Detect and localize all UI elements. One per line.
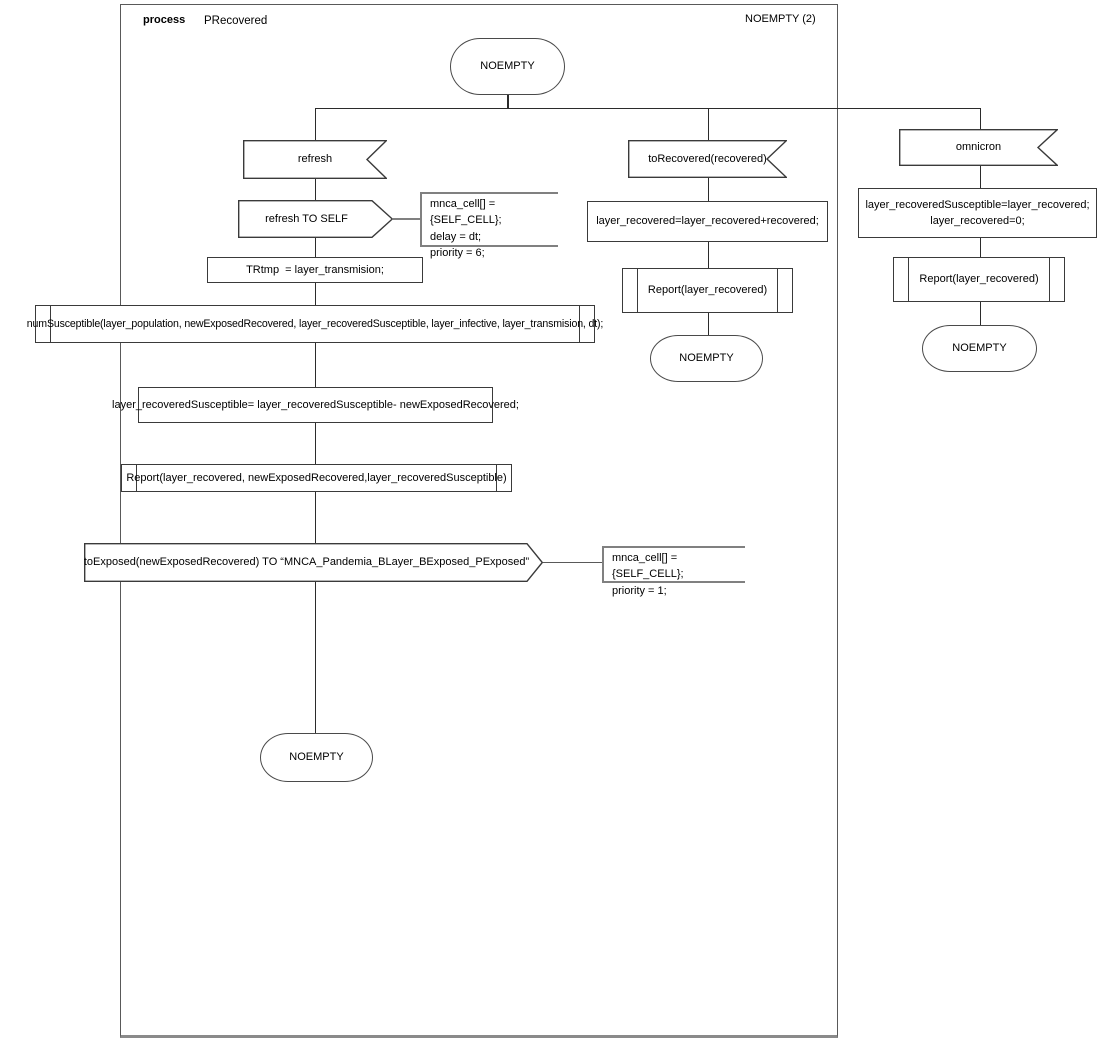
- signal-input-shape: [243, 140, 387, 179]
- task-update-recovered-susceptible[interactable]: layer_recoveredSusceptible= layer_recove…: [112, 387, 519, 423]
- page-state-ref: NOEMPTY (2): [745, 13, 816, 25]
- input-refresh[interactable]: refresh: [243, 140, 387, 179]
- procedure-inner-line: [637, 269, 639, 312]
- task-update-label: layer_recoveredSusceptible= layer_recove…: [112, 398, 519, 411]
- connector-comment-to-exposed: [543, 562, 602, 564]
- connector-mid-4: [707, 313, 709, 335]
- proc-numsusceptible[interactable]: numSusceptible(layer_population, newExpo…: [27, 305, 603, 343]
- signal-output-shape: [238, 200, 393, 238]
- comment-to-exposed[interactable]: mnca_cell[] = {SELF_CELL}; priority = 1;: [602, 546, 745, 597]
- input-omnicron-label: omnicron: [955, 141, 1002, 153]
- procedure-inner-line: [776, 269, 778, 312]
- task-add-recovered-label: layer_recovered=layer_recovered+recovere…: [596, 215, 819, 227]
- procedure-inner-line: [50, 306, 52, 342]
- end-state-middle-label: NOEMPTY: [679, 352, 734, 364]
- connector-left-8: [314, 582, 316, 733]
- connector-right-1: [979, 108, 981, 129]
- output-refresh-to-self[interactable]: refresh TO SELF: [238, 200, 393, 238]
- start-state[interactable]: NOEMPTY: [450, 38, 565, 95]
- process-kind-label: process: [143, 14, 186, 26]
- connector-right-3: [979, 238, 981, 257]
- connector-mid-1: [707, 108, 709, 140]
- end-state-left[interactable]: NOEMPTY: [260, 733, 373, 782]
- connector-branch-horizontal: [314, 107, 981, 109]
- procedure-inner-line: [578, 306, 580, 342]
- connector-left-1: [314, 108, 316, 140]
- task-reset-recovered-label: layer_recoveredSusceptible=layer_recover…: [865, 199, 1090, 227]
- signal-input-shape: [899, 129, 1058, 166]
- connector-left-2: [314, 179, 316, 200]
- process-frame: [120, 4, 838, 1038]
- procedure-inner-line: [495, 465, 497, 491]
- input-refresh-label: refresh: [297, 153, 333, 165]
- task-add-recovered[interactable]: layer_recovered=layer_recovered+recovere…: [587, 201, 828, 242]
- process-name: PRecovered: [204, 15, 268, 27]
- connector-left-3: [314, 238, 316, 257]
- procedure-inner-line: [1048, 258, 1050, 301]
- proc-report-right[interactable]: Report(layer_recovered): [893, 257, 1065, 302]
- proc-numsusceptible-label: numSusceptible(layer_population, newExpo…: [26, 317, 604, 330]
- input-to-recovered[interactable]: toRecovered(recovered): [628, 140, 787, 178]
- end-state-right-label: NOEMPTY: [952, 342, 1007, 354]
- connector-right-2: [979, 166, 981, 188]
- task-trtmp-label: TRtmp = layer_transmision;: [246, 263, 384, 276]
- connector-left-7: [314, 492, 316, 543]
- connector-mid-2: [707, 178, 709, 201]
- task-reset-recovered[interactable]: layer_recoveredSusceptible=layer_recover…: [858, 188, 1097, 238]
- procedure-inner-line: [136, 465, 138, 491]
- start-state-label: NOEMPTY: [480, 60, 535, 72]
- connector-comment-refresh-self: [393, 218, 420, 220]
- end-state-right[interactable]: NOEMPTY: [922, 325, 1037, 372]
- input-omnicron[interactable]: omnicron: [899, 129, 1058, 166]
- connector-left-6: [314, 423, 316, 464]
- task-trtmp[interactable]: TRtmp = layer_transmision;: [207, 257, 423, 283]
- proc-report-middle-label: Report(layer_recovered): [647, 284, 768, 296]
- output-refresh-to-self-label: refresh TO SELF: [265, 212, 348, 225]
- connector-mid-3: [707, 242, 709, 268]
- output-to-exposed-label: toExposed(newExposedRecovered) TO “MNCA_…: [83, 556, 530, 568]
- connector-left-5: [314, 343, 316, 387]
- proc-report-left[interactable]: Report(layer_recovered, newExposedRecove…: [121, 464, 512, 492]
- comment-refresh-to-self[interactable]: mnca_cell[] = {SELF_CELL}; delay = dt; p…: [420, 192, 558, 259]
- output-to-exposed[interactable]: toExposed(newExposedRecovered) TO “MNCA_…: [84, 543, 543, 582]
- end-state-middle[interactable]: NOEMPTY: [650, 335, 763, 382]
- procedure-inner-line: [908, 258, 910, 301]
- proc-report-middle[interactable]: Report(layer_recovered): [622, 268, 793, 313]
- input-to-recovered-label: toRecovered(recovered): [648, 152, 767, 165]
- connector-start-drop: [507, 94, 509, 108]
- proc-report-left-label: Report(layer_recovered, newExposedRecove…: [126, 471, 507, 484]
- signal-output-shape: [84, 543, 543, 582]
- signal-input-shape: [628, 140, 787, 178]
- connector-right-4: [979, 302, 981, 325]
- proc-report-right-label: Report(layer_recovered): [919, 273, 1039, 285]
- end-state-left-label: NOEMPTY: [289, 751, 344, 763]
- connector-left-4: [314, 283, 316, 305]
